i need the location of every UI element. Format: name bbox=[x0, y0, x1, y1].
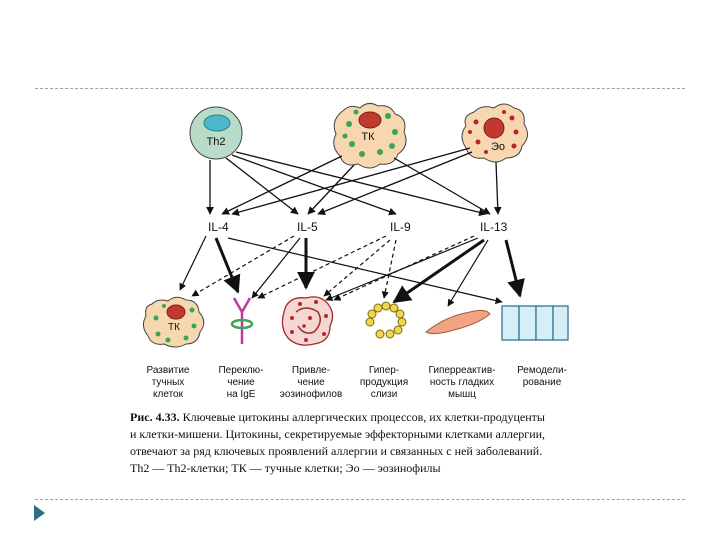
cytokine-il9: IL-9 bbox=[390, 220, 411, 234]
outcome-remodeling: Ремодели-рование bbox=[517, 365, 567, 388]
cytokine-il5: IL-5 bbox=[297, 220, 318, 234]
smooth-muscle-icon bbox=[425, 309, 491, 335]
remodeling-icon bbox=[501, 305, 569, 341]
eosinophil-cell: Эо bbox=[461, 103, 528, 163]
next-slide-arrow-icon[interactable] bbox=[34, 505, 45, 521]
cytokine-il13: IL-13 bbox=[480, 220, 508, 234]
top-divider bbox=[35, 88, 685, 89]
caption-line-4: Th2 — Th2-клетки; ТК — тучные клетки; Эо… bbox=[130, 461, 441, 475]
target-mast-cell: ТК bbox=[142, 296, 205, 348]
mast-cell-label: ТК bbox=[361, 131, 375, 143]
caption-line-3: отвечают за ряд ключевых проявлений алле… bbox=[130, 444, 543, 458]
th2-cell: Th2 bbox=[189, 106, 243, 160]
effect-arrows-strong bbox=[214, 237, 525, 304]
th2-label: Th2 bbox=[207, 136, 226, 148]
cytokine-diagram: Th2 ТК Эо IL-4 IL-5 IL-9 IL-13 bbox=[142, 102, 569, 348]
effect-arrows-dashed bbox=[191, 235, 475, 301]
eosinophil-label: Эо bbox=[491, 141, 505, 153]
mast-cell: ТК bbox=[333, 102, 407, 169]
mucus-icon bbox=[365, 301, 407, 339]
caption-figure-number: Рис. 4.33. bbox=[130, 410, 180, 424]
caption-line-1: Рис. 4.33. Ключевые цитокины аллергическ… bbox=[130, 410, 545, 424]
producer-arrows bbox=[206, 147, 502, 217]
caption-line-2: и клетки-мишени. Цитокины, секретируемые… bbox=[130, 427, 546, 441]
cytokine-il4: IL-4 bbox=[208, 220, 229, 234]
target-mast-cell-label: ТК bbox=[168, 322, 180, 333]
figure-caption: Рис. 4.33. Ключевые цитокины аллергическ… bbox=[130, 409, 630, 477]
ige-switch-icon bbox=[230, 297, 254, 344]
cytokine-labels: IL-4 IL-5 IL-9 IL-13 bbox=[208, 220, 508, 234]
bottom-divider bbox=[35, 499, 685, 500]
eosinophil-recruitment-icon bbox=[281, 296, 334, 346]
